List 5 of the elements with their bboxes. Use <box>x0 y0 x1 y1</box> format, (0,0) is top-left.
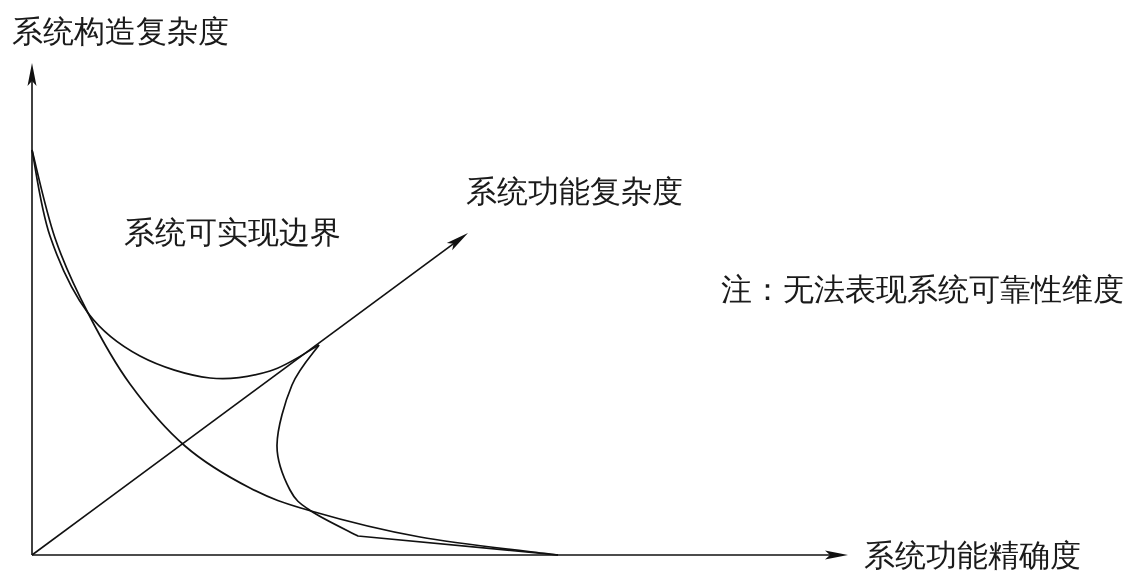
axis-label: 系统构造复杂度 <box>12 16 229 47</box>
boundary-label: 系统可实现边界 <box>124 217 341 248</box>
note-text: 注：无法表现系统可靠性维度 <box>721 274 1124 305</box>
axis-label: 系统功能复杂度 <box>466 176 683 207</box>
axis-label: 系统功能精确度 <box>864 540 1081 571</box>
